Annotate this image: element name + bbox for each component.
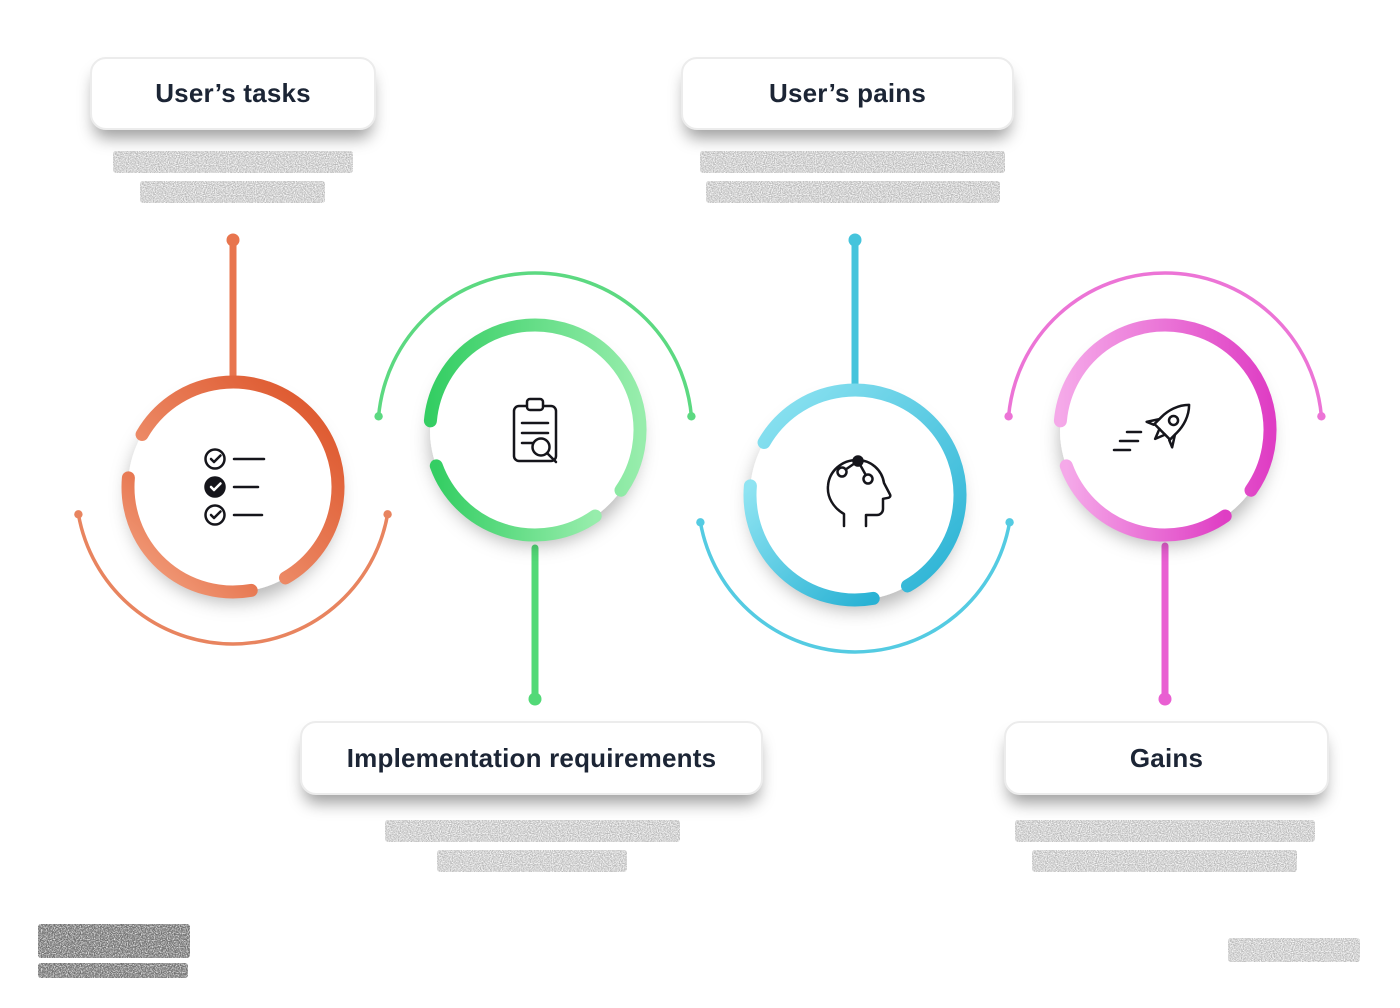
pains-ring-segment-b	[743, 479, 880, 607]
checklist-icon	[204, 448, 266, 526]
implementation-blurred-description-line-2	[437, 850, 627, 872]
implementation-blurred-description-line-1	[385, 820, 680, 842]
pains-label: User’s pains	[768, 78, 927, 108]
tasks-blurred-description-line-1	[113, 151, 353, 173]
gains-node	[1004, 271, 1326, 706]
footer-logo-tagline-blurred	[38, 963, 188, 978]
head-network-icon	[826, 455, 892, 528]
gains-blurred-description-line-2	[1032, 850, 1297, 872]
pains-blurred-description-line-2	[706, 181, 1000, 203]
pains-connector-dot	[848, 233, 862, 247]
implementation-node	[374, 271, 696, 706]
tasks-node	[74, 233, 392, 646]
implementation-connector-dot	[528, 692, 542, 706]
pains-arc-dot-right	[1005, 518, 1014, 527]
footer-watermark-blurred	[1228, 938, 1360, 962]
pains-outer-arc	[698, 520, 1012, 654]
pains-label-pill: User’s pains	[681, 57, 1014, 130]
tasks-connector-dot	[226, 233, 240, 247]
tasks-ring-segment-a	[135, 375, 345, 585]
implementation-circle	[430, 325, 640, 535]
implementation-label-pill: Implementation requirements	[300, 721, 763, 795]
tasks-arc-dot-right	[383, 510, 392, 519]
gains-ring-segment-b	[1059, 459, 1232, 542]
gains-outer-arc	[1006, 271, 1324, 419]
footer-logo-blurred	[38, 924, 190, 958]
rocket-icon	[1112, 403, 1191, 452]
tasks-outer-arc	[76, 512, 390, 646]
tasks-label: User’s tasks	[155, 78, 311, 108]
gains-label-pill: Gains	[1004, 721, 1329, 795]
pains-circle	[750, 390, 960, 600]
pains-ring-segment-a	[757, 383, 967, 593]
tasks-label-pill: User’s tasks	[90, 57, 376, 130]
tasks-blurred-description-line-2	[140, 181, 325, 203]
implementation-arc-dot-left	[374, 412, 383, 421]
gains-arc-dot-left	[1004, 412, 1013, 421]
tasks-arc-dot-left	[74, 510, 83, 519]
gains-blurred-description-line-1	[1015, 820, 1315, 842]
pains-node	[696, 233, 1014, 654]
gains-arc-dot-right	[1317, 412, 1326, 421]
gains-ring-segment-a	[1053, 318, 1277, 497]
implementation-label: Implementation requirements	[346, 742, 717, 773]
implementation-ring-segment-b	[429, 459, 602, 542]
pains-arc-dot-left	[696, 518, 705, 527]
tasks-ring-segment-b	[121, 471, 258, 599]
implementation-arc-dot-right	[687, 412, 696, 421]
implementation-ring-segment-a	[423, 318, 647, 497]
pains-blurred-description-line-1	[700, 151, 1005, 173]
gains-label: Gains	[1129, 742, 1204, 773]
gains-circle	[1060, 325, 1270, 535]
gains-connector-dot	[1158, 692, 1172, 706]
implementation-outer-arc	[376, 271, 694, 419]
clipboard-search-icon	[512, 397, 558, 464]
